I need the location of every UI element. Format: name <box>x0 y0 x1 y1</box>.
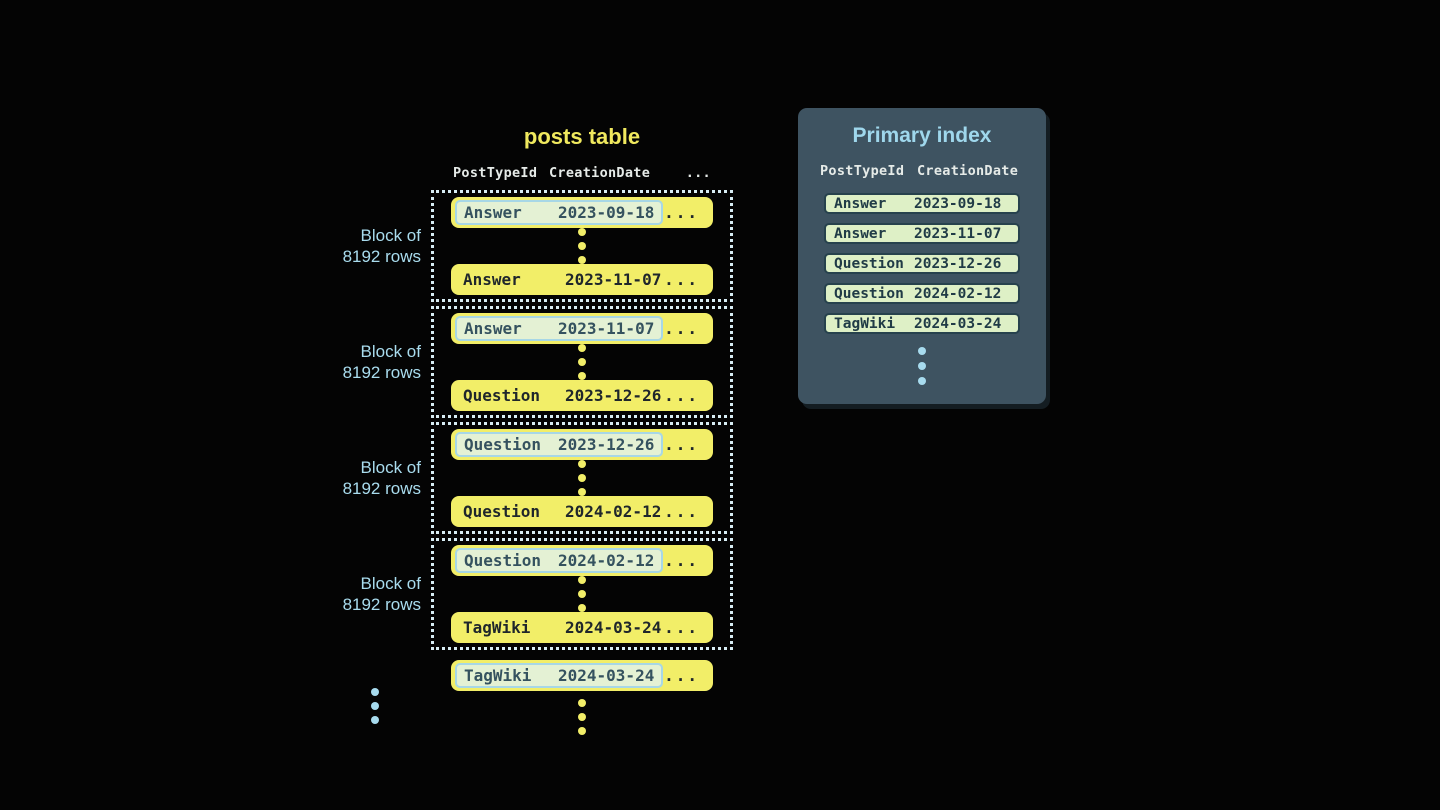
cell-posttypeid: Answer <box>464 203 522 222</box>
cell-creationdate: 2023-12-26 <box>914 255 1002 272</box>
cell-posttypeid: Question <box>834 285 904 302</box>
cell-creationdate: 2023-11-07 <box>565 270 662 289</box>
column-header-posttypeid: PostTypeId <box>453 165 538 181</box>
table-row: Question 2024-02-12 ... <box>451 496 713 527</box>
row-block-1: Answer 2023-09-18 ... Answer 2023-11-07 … <box>431 190 733 302</box>
cell-creationdate: 2023-12-26 <box>558 435 655 454</box>
index-highlight-box: Answer 2023-11-07 <box>455 316 664 341</box>
block-label-line1: Block of <box>360 226 421 245</box>
block-label-line2: 8192 rows <box>342 363 421 382</box>
index-entry: Answer 2023-09-18 <box>824 193 1020 214</box>
cell-posttypeid: TagWiki <box>464 666 532 685</box>
index-highlight-box: Question 2024-02-12 <box>455 548 664 573</box>
cell-ellipsis: ... <box>664 319 699 338</box>
cell-posttypeid: Question <box>464 435 542 454</box>
posts-table-section: Block of 8192 rows Block of 8192 rows Bl… <box>331 122 733 735</box>
more-entries-dots-icon <box>918 347 926 385</box>
more-rows-dots-icon <box>578 576 586 612</box>
primary-index-entries: Answer 2023-09-18 Answer 2023-11-07 Ques… <box>798 193 1046 385</box>
block-label-line1: Block of <box>360 458 421 477</box>
index-entry: Question 2024-02-12 <box>824 283 1020 304</box>
table-row: Question 2023-12-26 ... <box>451 380 713 411</box>
posts-table-header: PostTypeId CreationDate ... <box>431 162 733 184</box>
cell-creationdate: 2024-03-24 <box>914 315 1002 332</box>
posts-table-title: posts table <box>523 124 641 149</box>
block-label: Block of 8192 rows <box>331 422 421 534</box>
cell-ellipsis: ... <box>664 666 699 685</box>
row-block-4: Question 2024-02-12 ... TagWiki 2024-03-… <box>431 538 733 650</box>
block-label: Block of 8192 rows <box>331 306 421 418</box>
more-rows-dots-icon <box>578 228 586 264</box>
posts-table-column: posts table PostTypeId CreationDate ... … <box>431 122 733 735</box>
table-row-indexed: Answer 2023-11-07 ... <box>451 313 713 344</box>
cell-creationdate: 2023-11-07 <box>558 319 655 338</box>
cell-ellipsis: ... <box>664 386 699 405</box>
column-header-ellipsis: ... <box>685 165 711 181</box>
cell-ellipsis: ... <box>664 502 699 521</box>
cell-posttypeid: Answer <box>834 195 887 212</box>
cell-creationdate: 2023-11-07 <box>914 225 1002 242</box>
more-blocks-dots-icon <box>371 688 379 724</box>
column-header-creationdate: CreationDate <box>917 163 1019 179</box>
cell-creationdate: 2024-03-24 <box>558 666 655 685</box>
cell-posttypeid: Question <box>464 551 542 570</box>
cell-creationdate: 2024-02-12 <box>914 285 1002 302</box>
index-entry: Answer 2023-11-07 <box>824 223 1020 244</box>
cell-ellipsis: ... <box>664 435 699 454</box>
row-block-3: Question 2023-12-26 ... Question 2024-02… <box>431 422 733 534</box>
table-row: Answer 2023-11-07 ... <box>451 264 713 295</box>
block-label-line1: Block of <box>360 574 421 593</box>
index-highlight-box: Answer 2023-09-18 <box>455 200 664 225</box>
table-row-indexed: Question 2024-02-12 ... <box>451 545 713 576</box>
cell-posttypeid: TagWiki <box>834 315 896 332</box>
cell-posttypeid: Question <box>463 386 541 405</box>
index-entry: TagWiki 2024-03-24 <box>824 313 1020 334</box>
column-header-posttypeid: PostTypeId <box>820 163 905 179</box>
block-label-line1: Block of <box>360 342 421 361</box>
index-highlight-box: TagWiki 2024-03-24 <box>455 663 664 688</box>
table-row-indexed: TagWiki 2024-03-24 ... <box>451 660 713 691</box>
cell-posttypeid: Answer <box>464 319 522 338</box>
block-label-line2: 8192 rows <box>342 479 421 498</box>
cell-ellipsis: ... <box>664 270 699 289</box>
table-row: TagWiki 2024-03-24 ... <box>451 612 713 643</box>
row-block-2: Answer 2023-11-07 ... Question 2023-12-2… <box>431 306 733 418</box>
cell-creationdate: 2023-09-18 <box>558 203 655 222</box>
cell-creationdate: 2024-02-12 <box>565 502 662 521</box>
cell-creationdate: 2024-03-24 <box>565 618 662 637</box>
block-label-line2: 8192 rows <box>342 595 421 614</box>
block-label: Block of 8192 rows <box>331 538 421 650</box>
cell-posttypeid: Answer <box>463 270 521 289</box>
primary-index-panel: Primary index PostTypeId CreationDate An… <box>798 108 1046 404</box>
table-row-indexed: Question 2023-12-26 ... <box>451 429 713 460</box>
table-row-indexed: Answer 2023-09-18 ... <box>451 197 713 228</box>
index-entry: Question 2023-12-26 <box>824 253 1020 274</box>
cell-posttypeid: TagWiki <box>463 618 531 637</box>
cell-ellipsis: ... <box>664 203 699 222</box>
more-rows-dots-icon <box>431 699 733 735</box>
cell-ellipsis: ... <box>664 551 699 570</box>
more-rows-dots-icon <box>578 344 586 380</box>
primary-index-title: Primary index <box>852 124 992 147</box>
cell-posttypeid: Question <box>834 255 904 272</box>
cell-creationdate: 2023-09-18 <box>914 195 1002 212</box>
block-label: Block of 8192 rows <box>331 190 421 302</box>
cell-posttypeid: Answer <box>834 225 887 242</box>
cell-creationdate: 2023-12-26 <box>565 386 662 405</box>
column-header-creationdate: CreationDate <box>549 165 651 181</box>
primary-index-header: PostTypeId CreationDate <box>798 162 1046 180</box>
cell-ellipsis: ... <box>664 618 699 637</box>
block-label-line2: 8192 rows <box>342 247 421 266</box>
index-highlight-box: Question 2023-12-26 <box>455 432 664 457</box>
cell-creationdate: 2024-02-12 <box>558 551 655 570</box>
cell-posttypeid: Question <box>463 502 541 521</box>
more-rows-dots-icon <box>578 460 586 496</box>
